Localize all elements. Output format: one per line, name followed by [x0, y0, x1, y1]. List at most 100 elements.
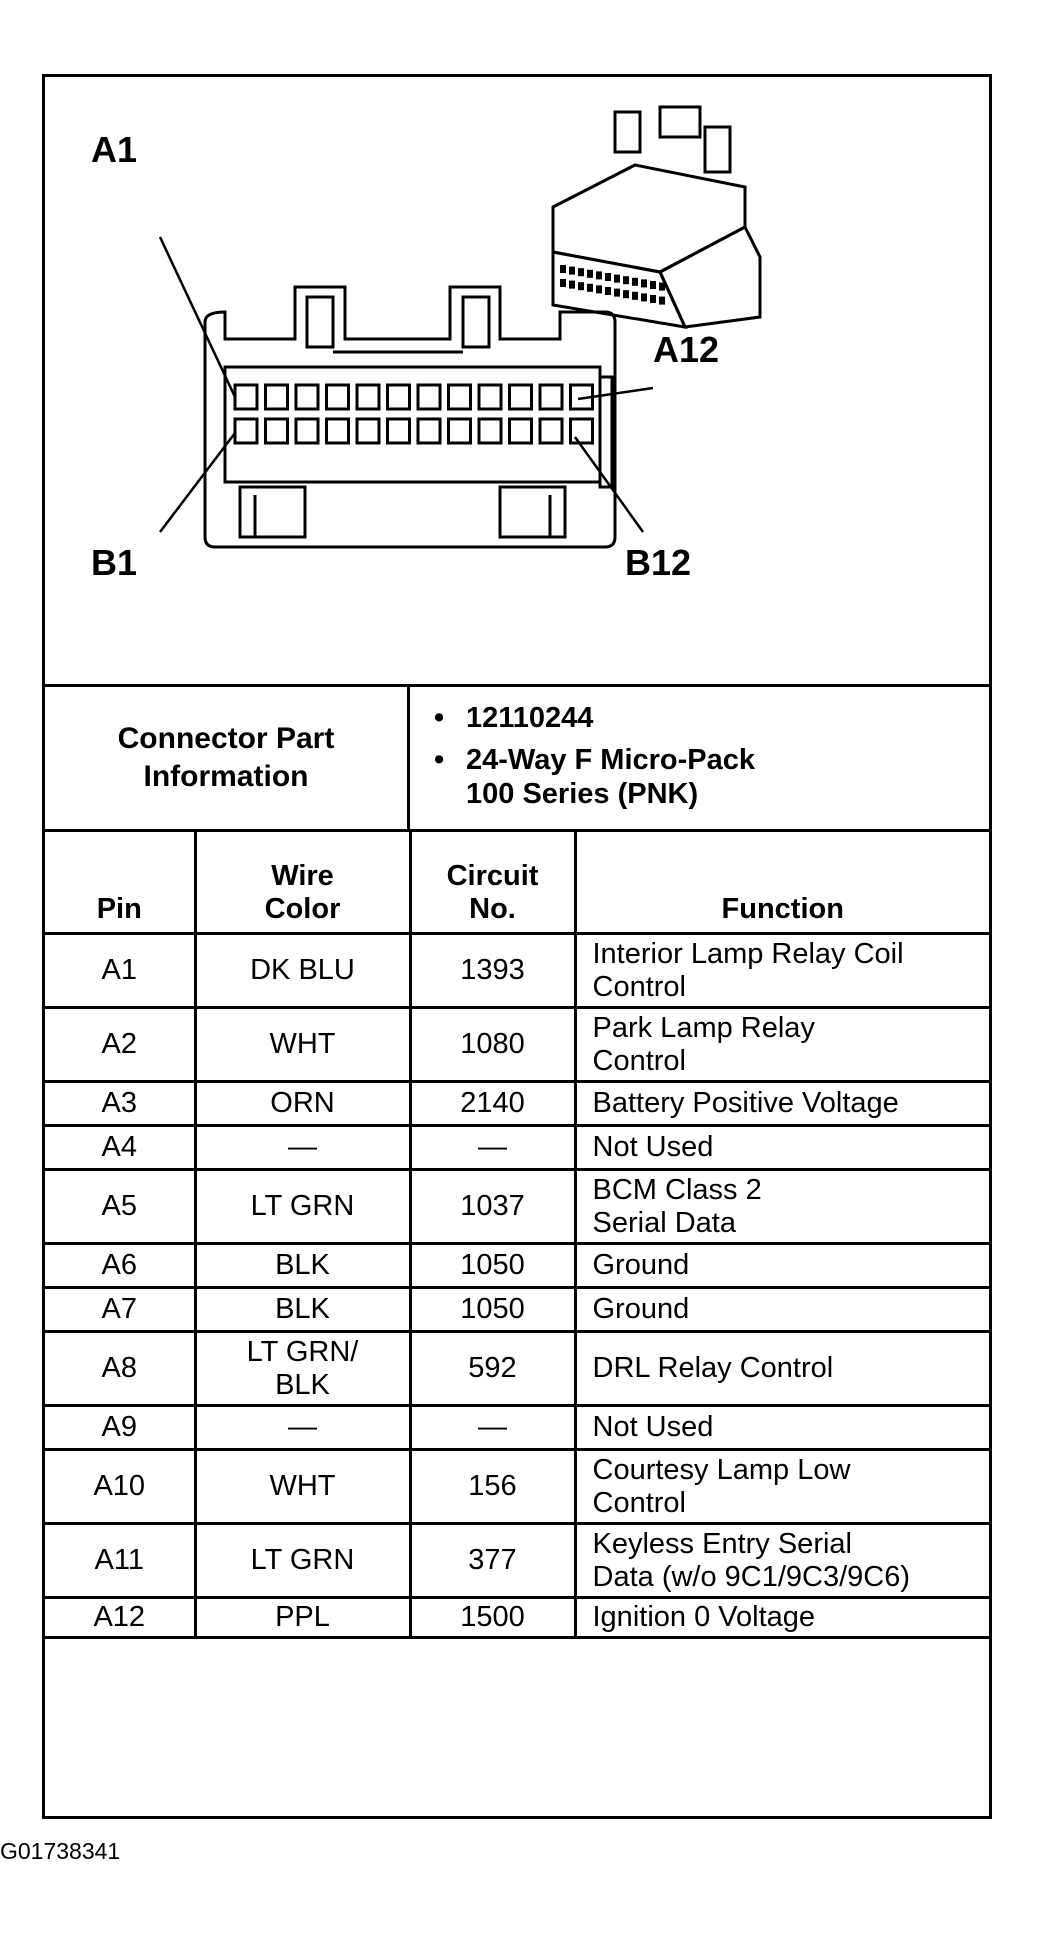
connector-3d-pin — [632, 277, 638, 286]
description-line2: 100 Series (PNK) — [466, 778, 699, 810]
connector-3d-latch-c — [703, 125, 732, 174]
connector-3d-pin — [623, 290, 629, 299]
cell-pin: A8 — [45, 1330, 197, 1407]
latch-left — [305, 295, 335, 349]
wire-color-line: LT GRN — [250, 1190, 355, 1222]
connector-face-drawing — [158, 105, 762, 549]
cell-circuit: 1037 — [408, 1168, 577, 1245]
connector-3d-pin — [587, 283, 593, 292]
function-line: Not Used — [592, 1131, 714, 1163]
cell-wire-color: — — [193, 1404, 412, 1451]
function-line: Control — [592, 1044, 687, 1077]
function-line: Interior Lamp Relay Coil — [592, 937, 904, 970]
connector-3d-latch-b — [658, 105, 702, 139]
connector-3d-pin — [650, 295, 656, 303]
connector-3d-pin — [614, 288, 620, 297]
connector-3d-pin — [641, 293, 647, 302]
cell-pin: A4 — [45, 1124, 197, 1171]
header-wire-color-line2: Color — [264, 893, 341, 925]
wire-color-line: BLK — [275, 1293, 330, 1325]
wire-color-line: BLK — [275, 1368, 330, 1401]
wire-color-line: WHT — [269, 1470, 336, 1502]
pin-cavity — [386, 417, 411, 445]
cell-circuit: 592 — [408, 1330, 577, 1407]
connector-3d-pin — [614, 274, 620, 283]
connector-3d-pins — [560, 265, 665, 305]
cell-pin: A3 — [45, 1080, 197, 1127]
label-a12: A12 — [653, 329, 720, 370]
connector-diagram: A1 A12 B1 B12 — [45, 77, 989, 687]
pin-cavity — [264, 383, 289, 411]
pin-cavity — [233, 383, 259, 411]
wire-color-line: PPL — [275, 1601, 330, 1633]
function-line: Not Used — [592, 1411, 714, 1443]
connector-3d-side — [658, 224, 762, 329]
cell-wire-color: WHT — [193, 1006, 412, 1083]
cell-pin: A10 — [45, 1448, 197, 1525]
connector-3d-pin — [569, 280, 575, 289]
function-line: Battery Positive Voltage — [592, 1087, 899, 1119]
connector-3d-pin — [578, 282, 584, 291]
pin-cavity — [294, 383, 320, 411]
connector-3d-pin — [659, 282, 665, 291]
connector-3d-pin — [587, 269, 593, 278]
pin-cavity — [508, 383, 533, 411]
label-b12: B12 — [625, 542, 692, 583]
pin-cavity — [569, 417, 594, 445]
description-line1: 24-Way F Micro-Pack — [466, 744, 756, 776]
table-header-row: Pin Wire Color Circuit No. Function — [45, 832, 989, 935]
description-item: • 24-Way F Micro-Pack 100 Series (PNK) — [434, 743, 989, 811]
function-line: Ground — [592, 1293, 690, 1325]
pin-cavity — [325, 383, 350, 411]
cell-wire-color: WHT — [193, 1448, 412, 1525]
function-line: Ignition 0 Voltage — [592, 1601, 816, 1633]
pin-cavity — [416, 383, 442, 411]
function-line: Keyless Entry Serial — [592, 1527, 853, 1560]
connector-body — [203, 285, 617, 549]
cell-circuit: 2140 — [408, 1080, 577, 1127]
cell-function: Ignition 0 Voltage — [573, 1596, 989, 1639]
cell-function: Ground — [573, 1242, 989, 1289]
pin-cavity — [416, 417, 442, 445]
pin-grid — [233, 383, 594, 445]
function-line: Courtesy Lamp Low — [592, 1453, 851, 1486]
header-circuit: Circuit No. — [408, 832, 577, 935]
pin-cavity — [447, 417, 472, 445]
connector-3d-illustration — [551, 105, 762, 329]
cell-wire-color: — — [193, 1124, 412, 1171]
header-wire-color: Wire Color — [193, 832, 412, 935]
pin-cavity — [508, 417, 533, 445]
table-row: A9——Not Used — [45, 1404, 989, 1451]
cell-circuit: 377 — [408, 1522, 577, 1599]
connector-3d-pin — [641, 279, 647, 288]
cell-wire-color: DK BLU — [193, 932, 412, 1009]
function-line: Data (w/o 9C1/9C3/9C6) — [592, 1560, 911, 1593]
cell-pin: A2 — [45, 1006, 197, 1083]
bullet-icon: • — [434, 744, 445, 776]
wire-color-line: — — [288, 1411, 317, 1443]
header-circuit-line2: No. — [469, 893, 516, 925]
connector-part-info-label: Connector Part Information — [45, 687, 410, 829]
part-number: 12110244 — [466, 702, 594, 734]
header-pin: Pin — [45, 832, 197, 935]
connector-part-info-values: • 12110244 • 24-Way F Micro-Pack 100 Ser… — [410, 687, 989, 829]
cell-function: Ground — [573, 1286, 989, 1333]
connector-3d-pin — [596, 271, 602, 280]
cell-circuit: 1080 — [408, 1006, 577, 1083]
function-line: BCM Class 2 — [592, 1173, 762, 1206]
cell-function: Battery Positive Voltage — [573, 1080, 989, 1127]
connector-3d-pin — [605, 273, 611, 281]
cell-circuit: 1050 — [408, 1242, 577, 1289]
pin-cavity — [233, 417, 259, 445]
connector-3d-pin — [569, 266, 575, 275]
pin-cavity — [477, 383, 503, 411]
connector-3d-pin — [632, 291, 638, 300]
